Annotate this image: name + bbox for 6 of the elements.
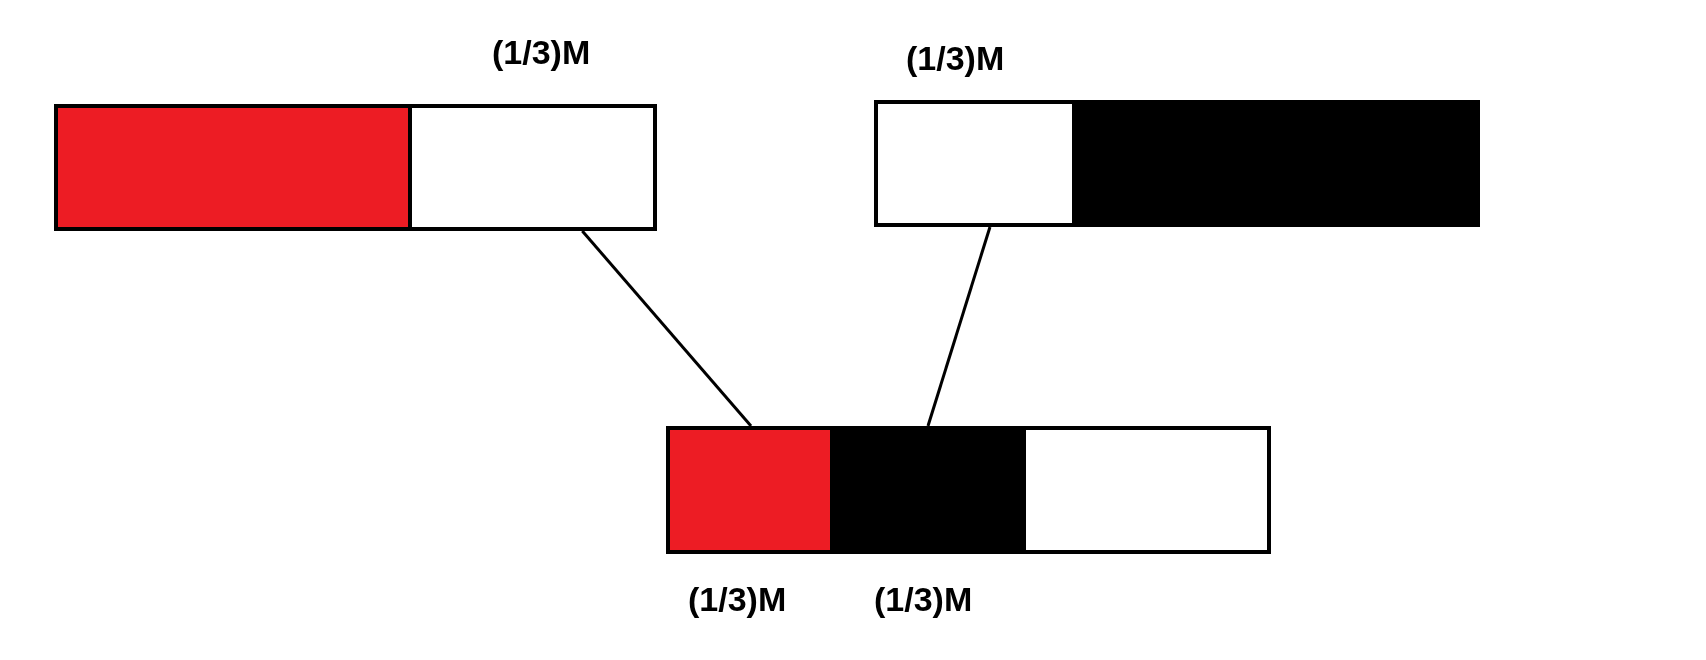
- connector-line: [926, 226, 992, 427]
- fraction-label: (1/3)M: [906, 40, 1005, 76]
- connector-line: [581, 230, 753, 427]
- fraction-label: (1/3)M: [874, 581, 973, 617]
- fraction-label: (1/3)M: [492, 34, 591, 70]
- fraction-label: (1/3)M: [688, 581, 787, 617]
